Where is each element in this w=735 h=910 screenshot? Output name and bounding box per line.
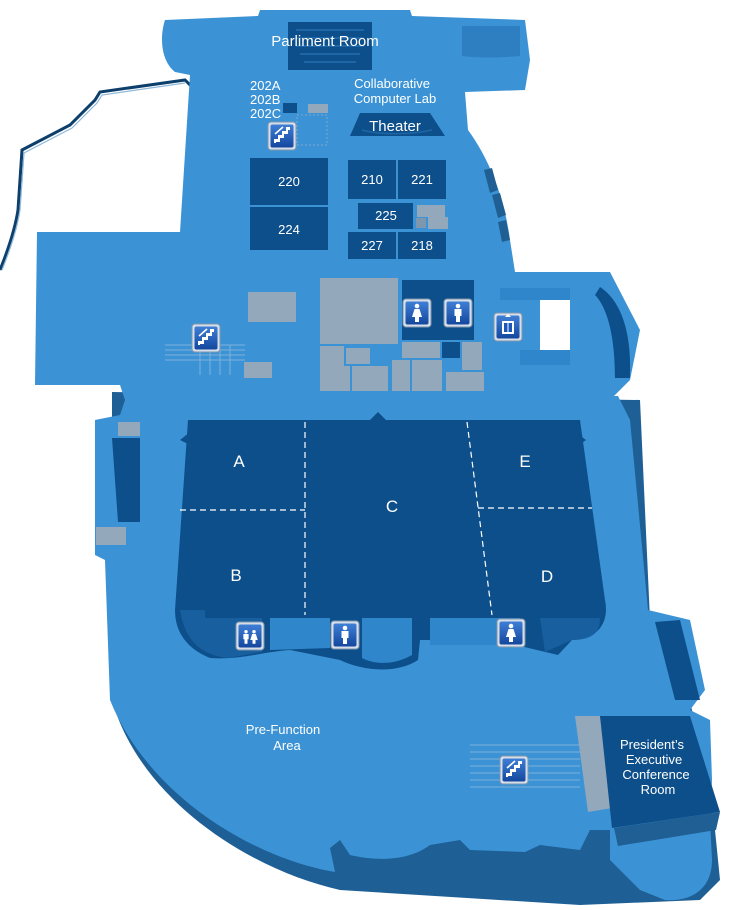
presidents-room-label-4: Room <box>641 782 676 797</box>
small-gray-rooms-225 <box>416 205 448 229</box>
hall-a-label: A <box>233 452 245 471</box>
restroom-men-icon[interactable] <box>443 298 473 328</box>
collab-lab-label-2: Computer Lab <box>354 91 436 106</box>
stairs-icon[interactable] <box>267 121 297 151</box>
east-wall-north-windows <box>484 168 510 242</box>
hall-e-label: E <box>519 452 530 471</box>
middle-gray-rooms <box>244 292 296 378</box>
presidents-conference-room[interactable] <box>575 716 720 846</box>
room-227-label: 227 <box>361 238 383 253</box>
stairs-icon[interactable] <box>499 755 529 785</box>
service-core <box>320 278 484 391</box>
theater-room[interactable] <box>350 113 445 136</box>
room-224-label: 224 <box>278 222 300 237</box>
presidents-room-label-2: Executive <box>626 752 682 767</box>
hall-b-label: B <box>230 566 241 585</box>
theater-label: Theater <box>369 118 421 135</box>
room-202-cluster <box>283 103 328 146</box>
room-221-label: 221 <box>411 172 433 187</box>
room-225[interactable]: 225 <box>358 203 413 229</box>
room-227[interactable]: 227 <box>348 232 396 259</box>
east-lobby <box>500 287 631 378</box>
west-wall-service <box>96 422 140 545</box>
restroom-men-icon[interactable] <box>330 620 360 650</box>
room-202c-label: 202C <box>250 106 281 121</box>
room-221[interactable]: 221 <box>398 160 446 199</box>
restroom-women-icon[interactable] <box>496 618 526 648</box>
room-202a-label: 202A <box>250 78 281 93</box>
hall-c-label: C <box>386 497 398 516</box>
presidents-room-label-1: President’s <box>620 737 685 752</box>
prefunction-label-2: Area <box>273 738 301 753</box>
collab-lab-label-1: Collaborative <box>354 76 430 91</box>
room-224[interactable]: 224 <box>250 207 328 250</box>
hall-d-label: D <box>541 567 553 586</box>
presidents-room-label-3: Conference <box>622 767 689 782</box>
prefunction-label-1: Pre-Function <box>246 722 320 737</box>
room-225-label: 225 <box>375 208 397 223</box>
room-210-label: 210 <box>361 172 383 187</box>
parliment-room-label: Parliment Room <box>271 33 379 50</box>
site-boundary-line <box>0 78 197 271</box>
restroom-family-icon[interactable] <box>235 621 265 651</box>
room-210[interactable]: 210 <box>348 160 396 199</box>
room-218-label: 218 <box>411 238 433 253</box>
stairs-icon[interactable] <box>191 323 221 353</box>
restroom-women-icon[interactable] <box>402 298 432 328</box>
east-wall-service <box>655 620 700 700</box>
room-220-label: 220 <box>278 174 300 189</box>
room-202b-label: 202B <box>250 92 280 107</box>
top-right-alcove <box>462 26 520 58</box>
room-220[interactable]: 220 <box>250 158 328 205</box>
room-218[interactable]: 218 <box>398 232 446 259</box>
parliment-room[interactable]: Parliment Room <box>271 22 379 70</box>
elevator-icon[interactable] <box>493 312 523 342</box>
